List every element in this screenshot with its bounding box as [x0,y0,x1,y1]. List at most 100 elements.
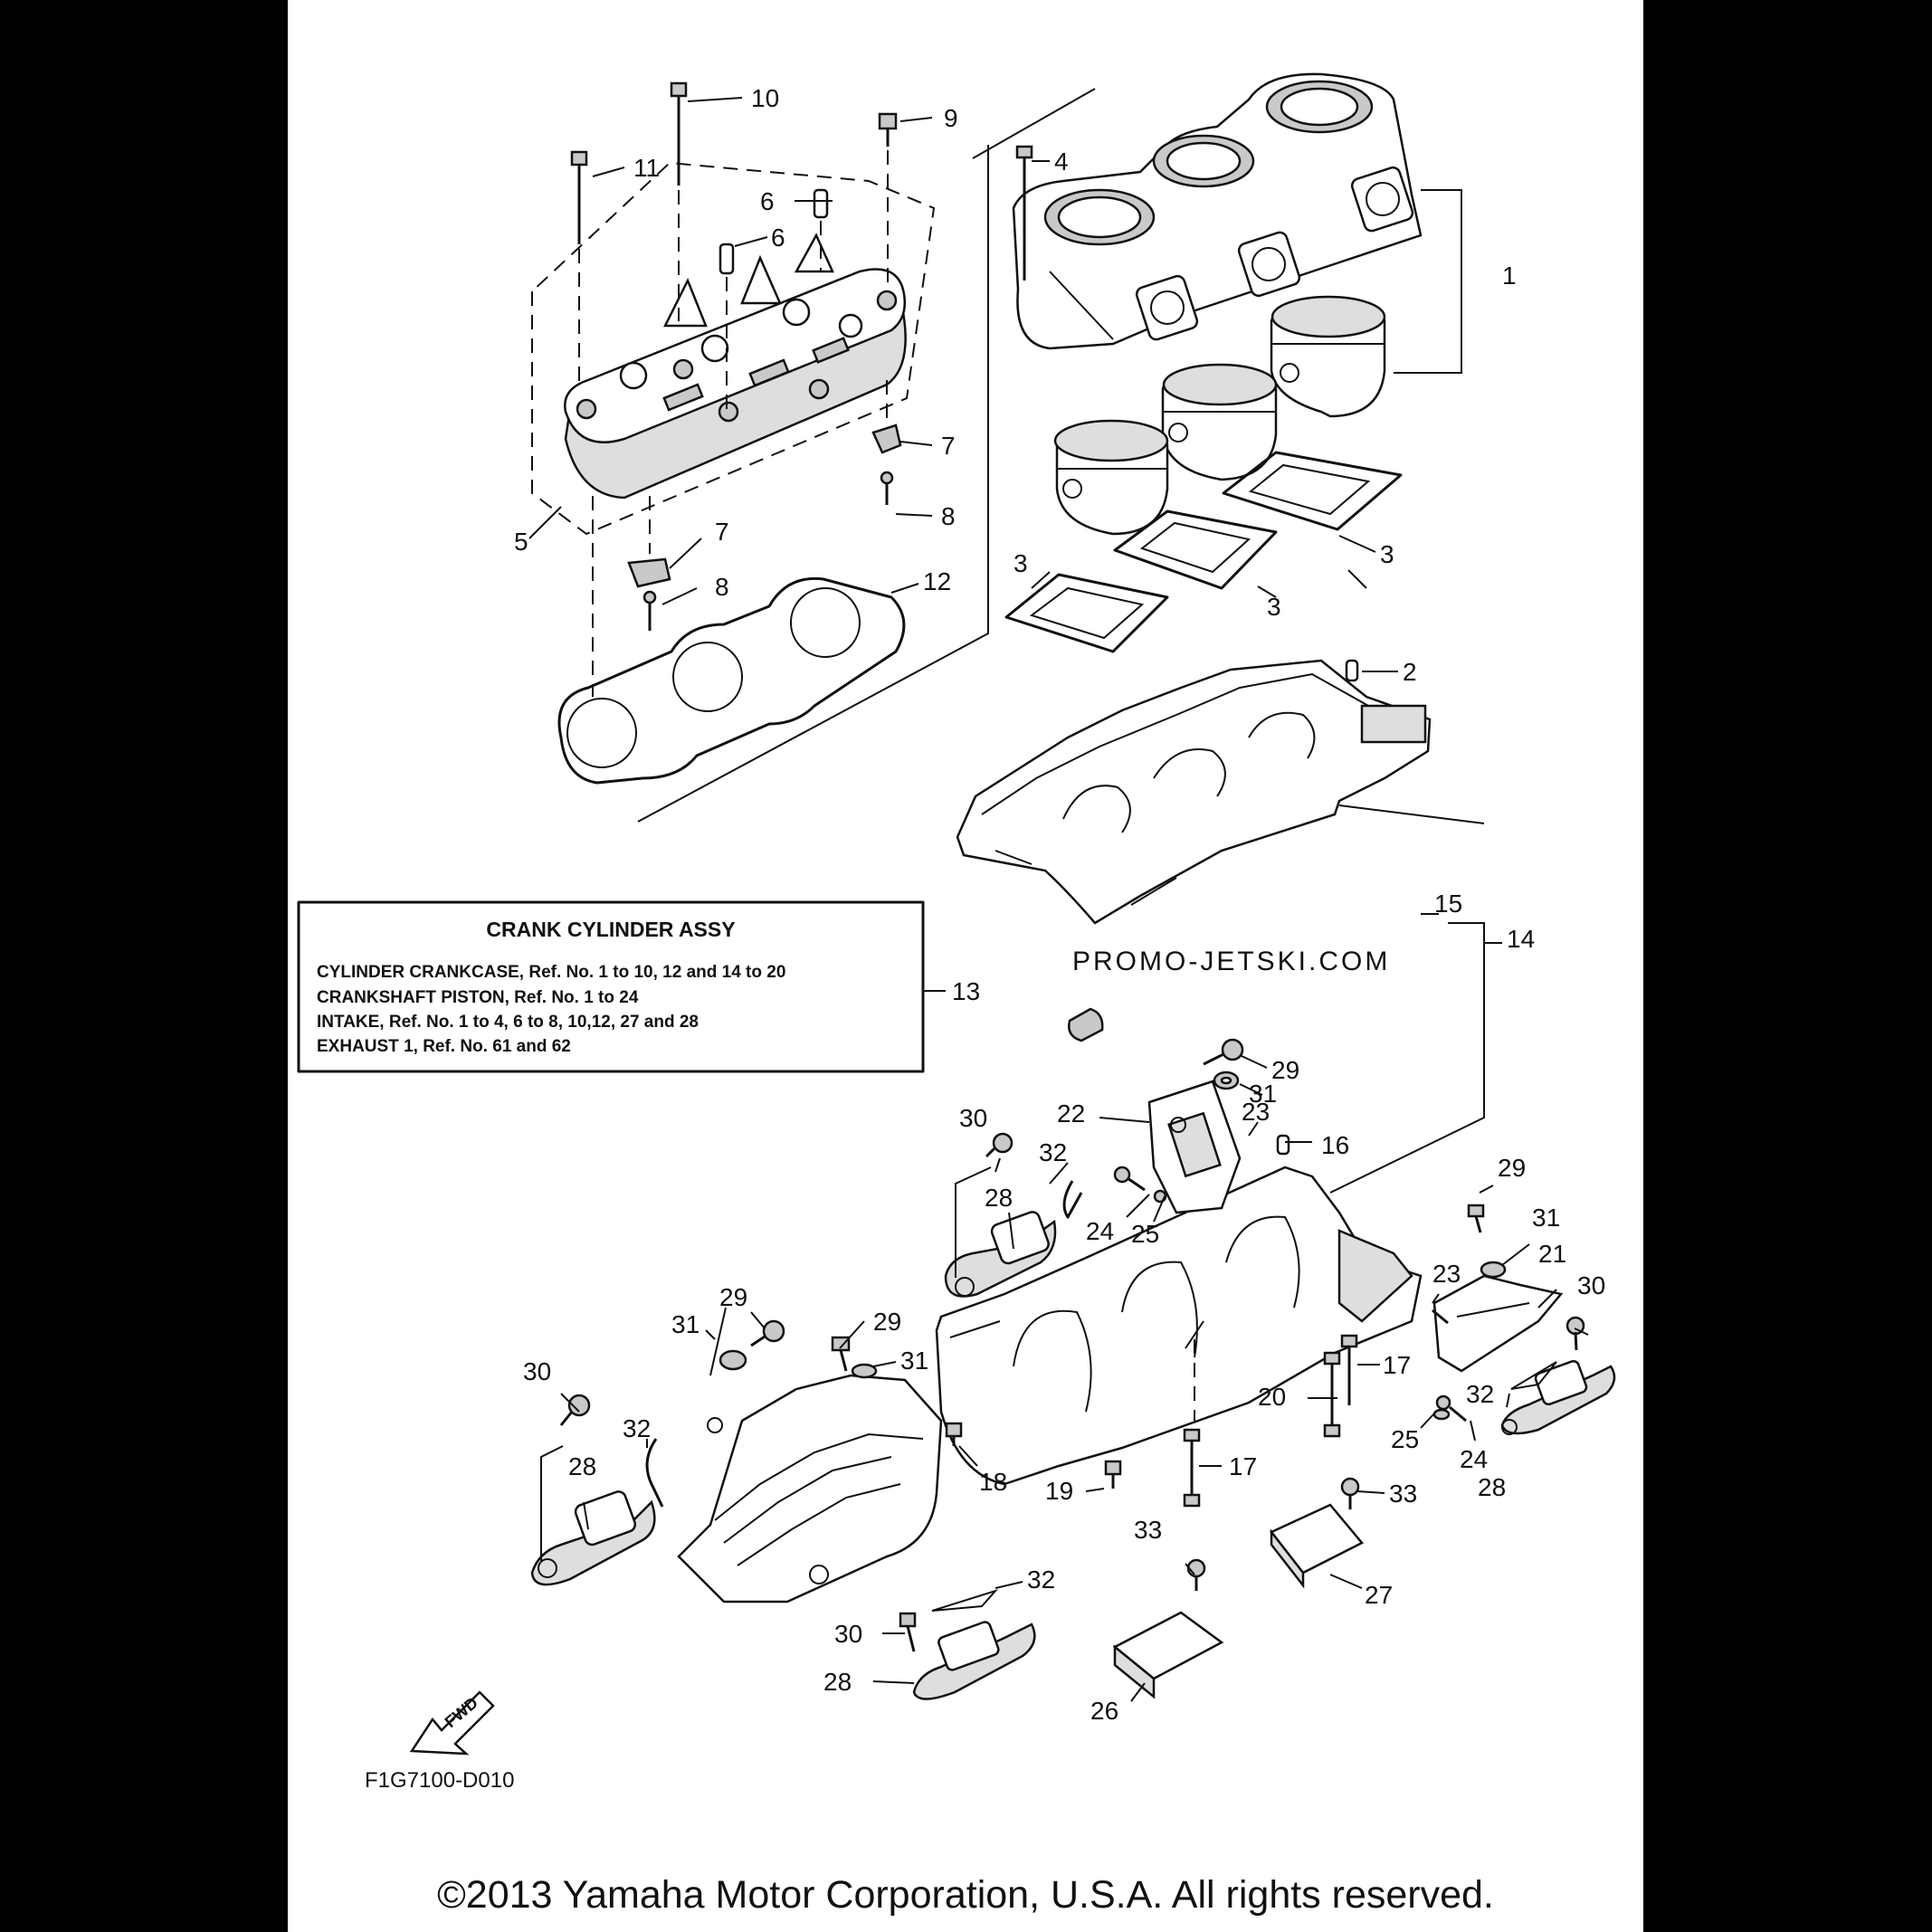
bolt-18 [945,1422,963,1446]
engine-mount-28-left [530,1445,656,1586]
bolt-29-left [750,1319,785,1347]
diagram-code: F1G7100-D010 [365,1768,514,1793]
label-28d: 28 [1478,1473,1506,1501]
bolt-10 [670,81,688,321]
label-2: 2 [1403,658,1417,686]
label-33b: 33 [1134,1516,1162,1544]
label-6b: 6 [771,224,785,252]
bolt-19 [1104,1460,1122,1489]
label-17b: 17 [1229,1452,1257,1480]
cylinder-head-illustration [564,233,907,500]
engine-mount-28-lower [912,1621,1036,1700]
label-31b: 31 [1532,1204,1560,1232]
engine-mount-28-right [1500,1359,1616,1435]
lower-crankcase [935,1166,1423,1486]
engine-mount-28-upper [944,1166,1057,1298]
cylinder-head-dashed-outline [531,161,936,536]
bolt-29-top [1203,1038,1244,1066]
piston-left [1053,419,1169,536]
label-24b: 24 [1460,1445,1488,1473]
spacer-32-right [1510,1361,1557,1390]
label-12: 12 [923,567,951,595]
label-32c: 32 [1027,1566,1055,1594]
assembly-reference-box: CRANK CYLINDER ASSY CYLINDER CRANKCASE, … [297,900,925,1073]
spacer-32-lower [931,1588,999,1612]
dowel-pin-6 [719,188,829,416]
part-number-labels: 1 2 3 3 3 3 4 5 6 6 7 7 8 8 9 10 11 12 1… [514,84,1605,1725]
label-28b: 28 [568,1452,596,1480]
label-11: 11 [633,154,660,182]
assy-box-title: CRANK CYLINDER ASSY [486,918,735,941]
label-8a: 8 [941,502,956,530]
bolt-20 [1323,1351,1341,1438]
head-gasket [557,576,906,785]
assy-box-line-1: CYLINDER CRANKCASE, Ref. No. 1 to 10, 12… [317,963,785,982]
label-28a: 28 [985,1184,1013,1212]
label-7a: 7 [941,432,956,460]
cylinder-block [1012,72,1423,350]
bolt-33-lower [1186,1558,1206,1591]
washer-31-top [1213,1071,1240,1090]
bolt-4 [1015,145,1033,281]
label-1: 1 [1502,262,1517,290]
label-32a: 32 [1039,1138,1067,1166]
label-33a: 33 [1389,1480,1417,1508]
label-25a: 25 [1131,1220,1159,1248]
label-17a: 17 [1383,1351,1411,1379]
bolt-30-upper [985,1132,1014,1158]
dowel-pin-16 [1276,1134,1290,1156]
label-18: 18 [979,1468,1007,1496]
label-32d: 32 [1466,1380,1494,1408]
bolt-29-center [831,1336,851,1372]
bearing-15 [1068,1007,1104,1042]
copyright-notice: ©2013 Yamaha Motor Corporation, U.S.A. A… [437,1873,1494,1917]
label-26: 26 [1090,1697,1118,1725]
label-3c: 3 [1267,593,1281,621]
label-14: 14 [1507,925,1535,953]
washer-31-right [1480,1261,1507,1279]
label-3a: 3 [1014,549,1028,577]
bolt-24-lower [1432,1394,1467,1423]
label-29a: 29 [1271,1056,1299,1084]
component-box-26 [1112,1611,1224,1699]
bolt-30-right [1566,1316,1585,1351]
dowel-pin-2 [1345,659,1359,682]
assy-box-line-4: EXHAUST 1, Ref. No. 61 and 62 [317,1037,571,1056]
label-8b: 8 [715,573,729,601]
forward-direction-arrow: FWD [409,1690,495,1756]
bolt-33-upper [1340,1477,1360,1509]
bracket-7-left [627,496,671,631]
label-30b: 30 [1577,1271,1605,1299]
label-4: 4 [1054,148,1069,176]
label-7b: 7 [715,518,729,546]
assy-box-line-2: CRANKSHAFT PISTON, Ref. No. 1 to 24 [317,988,639,1007]
bolt-11 [570,150,588,389]
label-28c: 28 [823,1668,852,1696]
label-23a: 23 [1242,1098,1270,1126]
diagram-sheet [288,0,1643,1932]
label-24a: 24 [1086,1217,1114,1245]
base-gaskets [1004,451,1403,653]
label-13: 13 [952,977,980,1005]
bolt-30-lower [899,1612,917,1652]
label-21: 21 [1538,1240,1566,1268]
piston-middle [1161,363,1278,481]
piston-right [1270,295,1386,418]
bolt-17-lower [1183,1428,1201,1508]
engine-bracket-21 [1432,1274,1564,1373]
label-23b: 23 [1432,1260,1461,1288]
bracket-7-right [871,380,902,505]
label-29c: 29 [719,1283,747,1311]
manifold-left [677,1307,943,1604]
label-30d: 30 [834,1620,862,1648]
label-30a: 30 [959,1104,987,1132]
label-31a: 31 [1249,1080,1277,1108]
spacer-32-upper [1062,1180,1083,1219]
label-6a: 6 [760,187,775,215]
bolt-29-right [1467,1204,1485,1233]
bolt-9 [878,112,898,290]
label-5: 5 [514,528,528,556]
label-31d: 31 [900,1347,928,1375]
